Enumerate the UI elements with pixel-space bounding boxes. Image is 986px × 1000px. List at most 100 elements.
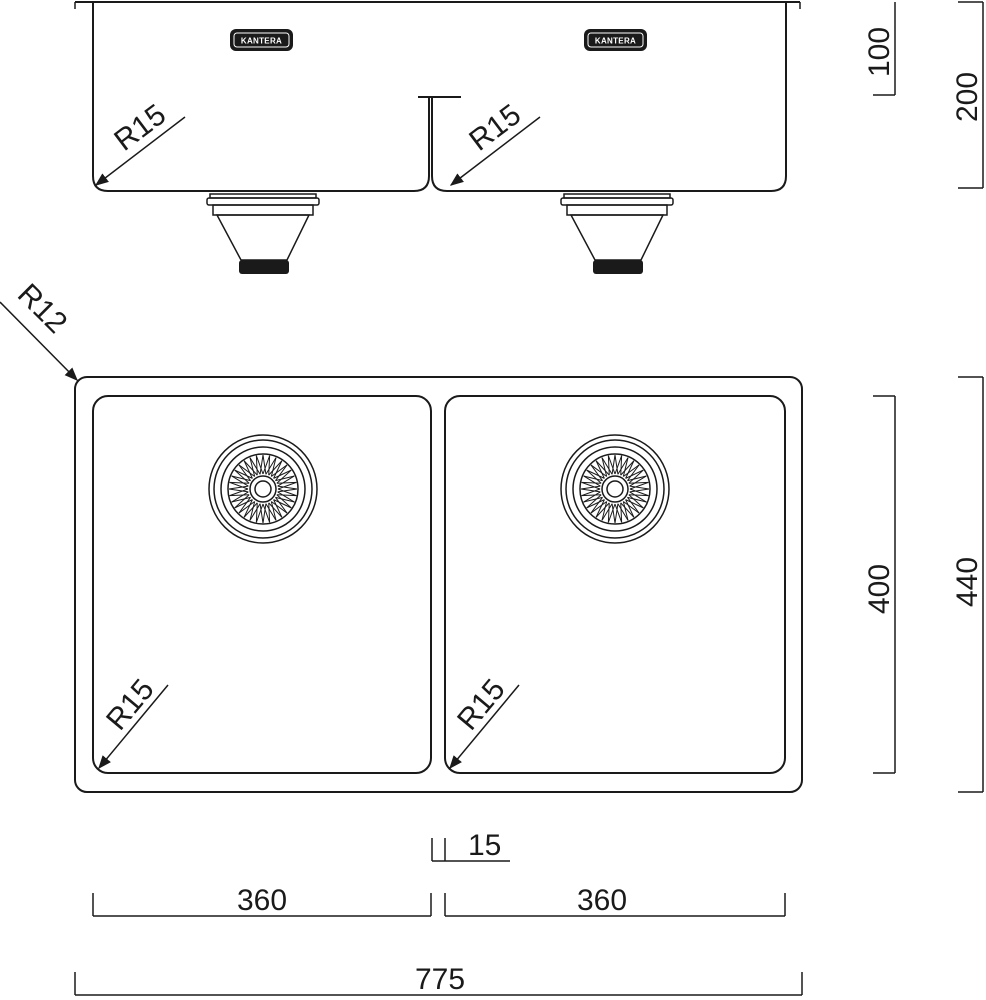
strainer-perforation	[620, 502, 623, 523]
strainer-perforation	[255, 503, 264, 523]
strainer-perforation	[259, 503, 264, 524]
strainer-perforation	[229, 481, 249, 490]
left-bowl	[92, 395, 432, 774]
strainer-perforation	[249, 457, 256, 477]
dim-total-height-200: 200	[951, 1, 984, 189]
strainer-perforation	[614, 454, 619, 475]
strainer-perforation	[590, 464, 603, 481]
top-right-radius-callout: R15	[449, 673, 520, 770]
strainer-perforation	[275, 475, 295, 482]
strainer-perforation	[255, 455, 264, 475]
radius-label: R15	[108, 98, 172, 157]
strainer-perforation	[614, 455, 623, 475]
strainer-perforation	[276, 469, 292, 484]
strainer-perforation	[231, 475, 249, 487]
strainer-perforation	[273, 499, 292, 509]
brand-badge-right: KANTERA	[584, 29, 647, 51]
strainer-perforation	[620, 502, 635, 518]
dim-label: 100	[863, 27, 896, 77]
strainer-perforation	[268, 502, 283, 518]
strainer-perforation	[231, 496, 251, 503]
brand-logo-text: KANTERA	[241, 37, 282, 46]
strainer-perforation	[614, 503, 619, 524]
top-left-radius-callout: R15	[98, 673, 169, 770]
strainer-perforation	[614, 503, 623, 523]
strainer-perforation	[607, 455, 616, 475]
dim-divider-15: 15	[431, 829, 510, 862]
strainer-perforation	[580, 485, 601, 490]
radius-label: R15	[463, 98, 527, 157]
strainer-perforation	[607, 455, 610, 476]
strainer-perforation	[590, 501, 607, 514]
strainer-perforation	[595, 499, 605, 518]
strainer-perforation	[231, 475, 251, 482]
strainer-perforation	[255, 455, 258, 476]
strainer-perforation	[627, 497, 640, 514]
right-strainer	[560, 434, 670, 544]
strainer-perforation	[270, 457, 277, 477]
strainer-perforation	[627, 464, 640, 481]
strainer-perforation	[629, 481, 649, 490]
dim-total-depth-440: 440	[951, 376, 984, 793]
strainer-perforation	[623, 501, 640, 514]
side-left-radius-callout: R15	[94, 98, 186, 186]
dim-label: 360	[577, 884, 627, 917]
strainer-perforation	[601, 503, 613, 521]
strainer-perforation	[607, 502, 610, 523]
right-bowl-profile	[431, 2, 787, 192]
strainer-perforation	[622, 501, 629, 521]
strainer-perforation	[627, 496, 647, 503]
strainer-perforation	[229, 488, 249, 497]
dim-label: 15	[468, 829, 501, 862]
strainer-perforation	[234, 469, 253, 479]
strainer-perforation	[625, 499, 644, 509]
left-strainer	[208, 434, 318, 544]
strainer-perforation	[275, 496, 295, 503]
strainer-perforation	[228, 488, 249, 493]
strainer-perforation	[581, 488, 601, 497]
strainer-perforation	[627, 475, 647, 482]
strainer-perforation	[265, 503, 277, 521]
dim-label: 360	[237, 884, 287, 917]
strainer-perforation	[581, 481, 601, 490]
strainer-perforation	[628, 494, 649, 497]
strainer-perforation	[629, 488, 650, 493]
strainer-perforation	[229, 481, 250, 484]
dim-label: 200	[951, 72, 984, 122]
strainer-perforation	[249, 457, 261, 475]
strainer-perforation	[268, 502, 271, 523]
dim-left-bowl-360: 360	[92, 884, 432, 917]
strainer-perforation	[238, 497, 251, 514]
strainer-perforation	[228, 485, 249, 490]
strainer-perforation	[273, 460, 283, 479]
strainer-perforation	[277, 485, 298, 490]
strainer-perforation	[262, 455, 271, 475]
strainer-perforation	[243, 460, 258, 476]
side-right-radius-callout: R15	[449, 98, 541, 186]
strainer-perforation	[273, 499, 283, 518]
strainer-perforation	[259, 454, 264, 475]
outer-rim	[74, 376, 803, 793]
strainer-perforation	[271, 464, 288, 477]
strainer-perforation	[623, 464, 640, 477]
dim-bowl-depth-400: 400	[863, 395, 896, 774]
strainer-perforation	[586, 469, 605, 479]
brand-logo-text: KANTERA	[595, 37, 636, 46]
strainer-perforation	[262, 503, 267, 524]
strainer-perforation	[620, 455, 623, 476]
strainer-perforation	[271, 501, 288, 514]
strainer-perforation	[231, 491, 249, 503]
strainer-perforation	[238, 464, 255, 477]
right-drain-side	[560, 193, 674, 274]
strainer-perforation	[628, 469, 644, 484]
strainer-perforation	[277, 491, 295, 503]
strainer-perforation	[277, 481, 297, 490]
strainer-perforation	[268, 460, 283, 476]
dim-inner-depth-100: 100	[863, 2, 896, 96]
strainer-perforation	[622, 457, 629, 477]
strainer-perforation	[601, 457, 608, 477]
strainer-perforation	[629, 488, 649, 497]
strainer-perforation	[617, 503, 629, 521]
strainer-perforation	[262, 454, 267, 475]
strainer-perforation	[595, 460, 610, 476]
